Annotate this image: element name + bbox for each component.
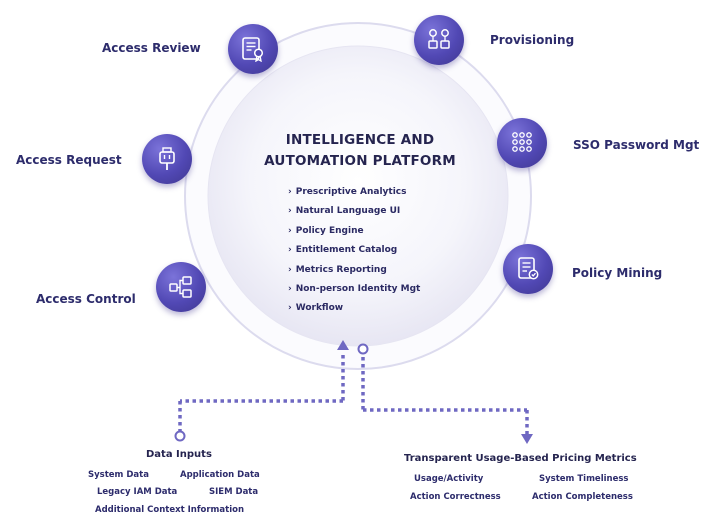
- access-control-label: Access Control: [36, 292, 136, 306]
- data-input-item: Application Data: [180, 470, 260, 480]
- chevron-right-icon: ›: [288, 264, 292, 275]
- data-input-item: Legacy IAM Data: [97, 487, 178, 497]
- policy-mining-label: Policy Mining: [572, 266, 663, 280]
- access-review-label: Access Review: [102, 41, 201, 55]
- feature-list: ›Prescriptive Analytics ›Natural Languag…: [288, 183, 420, 319]
- feature-label: Workflow: [295, 303, 344, 314]
- access-request-node[interactable]: [142, 134, 192, 184]
- platform-title-line1: INTELLIGENCE AND: [285, 132, 435, 148]
- provisioning-node[interactable]: [414, 15, 464, 65]
- data-input-item: Additional Context Information: [95, 505, 245, 515]
- feature-label: Natural Language UI: [295, 206, 401, 217]
- pricing-metric-item: Usage/Activity: [414, 474, 484, 484]
- sso-password-label: SSO Password Mgt: [573, 138, 700, 152]
- data-input-item: System Data: [88, 470, 149, 480]
- sso-password-node[interactable]: [497, 118, 547, 168]
- chevron-right-icon: ›: [288, 284, 292, 295]
- chevron-right-icon: ›: [288, 303, 292, 314]
- arrow-down-icon: [521, 434, 533, 444]
- pricing-metric-item: Action Correctness: [410, 492, 501, 502]
- certificate-icon: [242, 37, 264, 62]
- data-input-item: SIEM Data: [209, 487, 259, 497]
- chevron-right-icon: ›: [288, 187, 292, 197]
- data-inputs-title: Data Inputs: [146, 449, 212, 460]
- chevron-right-icon: ›: [288, 245, 292, 256]
- arrow-up-icon: [337, 340, 349, 350]
- access-control-node[interactable]: [156, 262, 206, 312]
- pricing-metric-item: System Timeliness: [539, 474, 629, 484]
- feature-label: Entitlement Catalog: [295, 245, 398, 256]
- feature-label: Non-person Identity Mgt: [295, 284, 421, 295]
- network-nodes-icon: [169, 276, 192, 298]
- feature-item: ›Policy Engine: [288, 222, 420, 241]
- feature-label: Policy Engine: [295, 225, 364, 236]
- feature-item: ›Workflow: [288, 299, 420, 318]
- connector-node-left: [174, 430, 186, 442]
- policy-mining-node[interactable]: [503, 244, 553, 294]
- inner-disc: [207, 45, 509, 347]
- keypad-icon: [512, 132, 532, 152]
- feature-label: Metrics Reporting: [295, 264, 387, 275]
- platform-title-line2: AUTOMATION PLATFORM: [264, 153, 456, 169]
- feature-item: ›Entitlement Catalog: [288, 241, 420, 260]
- provisioning-label: Provisioning: [490, 33, 575, 47]
- app-grid-icon: [428, 29, 450, 49]
- access-review-node[interactable]: [228, 24, 278, 74]
- chevron-right-icon: ›: [288, 225, 292, 236]
- access-request-label: Access Request: [16, 153, 122, 167]
- feature-item: ›Metrics Reporting: [288, 261, 420, 280]
- connector-lines: [178, 355, 529, 434]
- feature-item: ›Natural Language UI: [288, 202, 420, 221]
- feature-item: ›Prescriptive Analytics: [288, 183, 420, 202]
- document-icon: [518, 257, 539, 280]
- feature-label: Prescriptive Analytics: [295, 187, 407, 197]
- usb-plug-icon: [159, 147, 175, 170]
- chevron-right-icon: ›: [288, 206, 292, 217]
- platform-title: INTELLIGENCE AND AUTOMATION PLATFORM: [250, 130, 470, 172]
- connector-node-top: [357, 343, 369, 355]
- feature-item: ›Non-person Identity Mgt: [288, 280, 420, 299]
- pricing-metric-item: Action Completeness: [532, 492, 633, 502]
- pricing-metrics-title: Transparent Usage-Based Pricing Metrics: [404, 453, 637, 464]
